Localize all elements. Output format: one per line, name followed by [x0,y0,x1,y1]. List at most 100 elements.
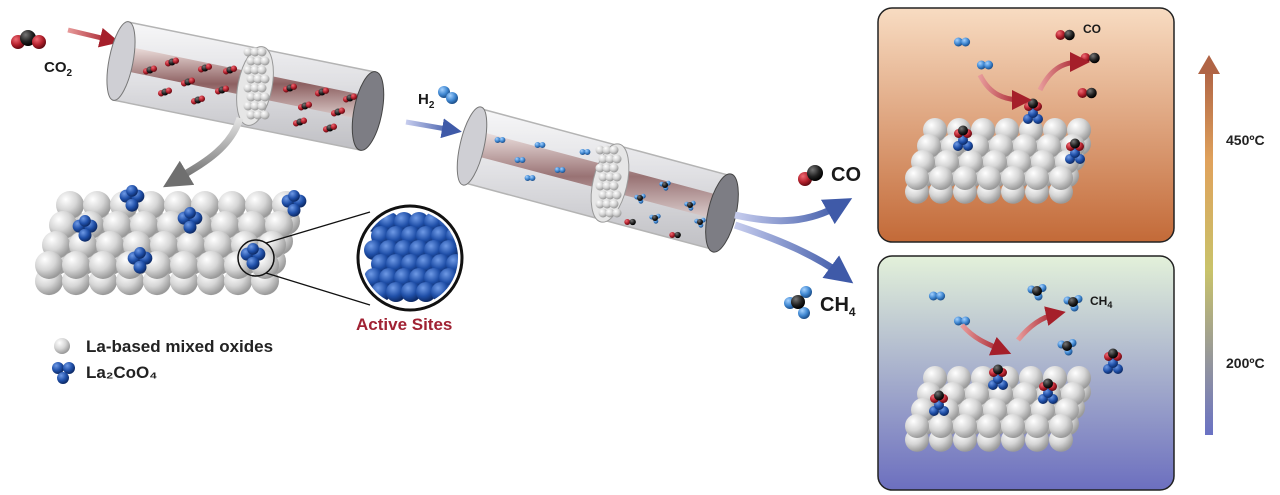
legend: La-based mixed oxides La₂CoO₄ [52,337,273,384]
co-product-label: CO [831,164,861,186]
legend-cobalt-label: La₂CoO₄ [86,363,157,382]
zoom-line-top [265,211,371,244]
adsorbed-intermediate-icon [1038,378,1058,404]
cobalt-sphere [288,190,300,202]
zoom-origin-circle [237,239,275,277]
temp-high-label: 450ºC [1226,132,1265,148]
hydrogen-atom [953,37,963,47]
legend-oxide-swatch [54,338,70,354]
co2-molecule-icon [164,57,180,67]
carbon-atom [993,364,1003,375]
oxide-sphere [953,414,977,438]
bed-sphere [609,199,619,209]
cobalt-sphere [134,247,146,259]
h2-label: H2 [418,91,435,111]
ch4-molecule-icon [659,180,671,191]
bed-sphere [260,110,270,120]
co2-molecule-icon [180,77,196,87]
adsorbed-intermediate-icon [953,125,973,151]
bed-sphere [253,56,263,66]
la2coo4-clusters-left [72,185,307,274]
oxygen-atom [290,83,298,90]
hydrogen-atom [936,291,946,301]
hydrogen-atom [539,142,546,148]
panel-low-molecules [928,284,1123,416]
bed-sphere [250,83,260,93]
catalyst-surface-left [35,191,300,296]
bed-sphere [243,101,253,111]
outlet-arrow-ch4 [733,221,854,284]
hydrogen-atom [584,149,591,155]
hydrogen-atom [524,175,531,181]
carbon-atom [674,231,681,239]
bed-sphere [246,56,256,66]
oxide-sphere [953,166,977,190]
oxygen-atom [624,219,631,225]
carbon-atom [1064,29,1075,41]
oxygen-atom [230,65,238,72]
temperature-scale [1198,55,1220,435]
cobalt-sphere [78,228,92,242]
bed-sphere [598,154,608,164]
temp-low-label: 200ºC [1226,355,1265,371]
h2-molecule-icon [494,137,506,143]
bed-sphere [253,110,263,120]
outlet-arrow-co [734,198,853,225]
bed-sphere [260,56,270,66]
carbon-atom [1086,87,1097,99]
bed-sphere [602,145,612,155]
panel-low-arrow-in [960,323,1012,356]
ch4-molecule-icon [1057,339,1077,356]
co2-molecule-icon [330,107,346,117]
panel-low-surface [905,366,1091,452]
active-sites-label: Active Sites [356,315,452,334]
la2coo4-cluster-icon [177,207,203,234]
bed-sphere [243,47,253,57]
bed-sphere [246,74,256,84]
oxygen-atom [300,117,308,124]
cobalt-sphere [401,282,421,302]
bed-sphere [257,65,267,75]
oxygen-atom [222,85,230,92]
la2coo4-cluster-icon [127,247,153,274]
h2-molecule-icon [976,60,994,70]
carbon-atom [629,218,636,226]
co2-molecule-icon [214,85,230,95]
oxide-sphere [1049,166,1073,190]
bed-sphere [612,154,622,164]
ch4-molecule-icon [684,200,696,211]
co2-molecule-icon [190,95,206,105]
co2-feed-arrow [67,27,120,48]
ch4-molecule-icon [694,217,706,228]
oxygen-atom [338,107,346,114]
cobalt-sphere [246,256,260,270]
hydrogen-atom [579,149,586,155]
carbon-atom [1070,138,1080,149]
bed-sphere [250,101,260,111]
oxide-sphere [35,251,63,279]
oxygen-atom [1080,53,1091,63]
carbon-atom [687,202,693,208]
co2-molecule-icon [11,30,46,49]
zoom-arrow [162,116,244,188]
bed-sphere [250,65,260,75]
ch4-product-icon [784,286,812,319]
bed-sphere [253,74,263,84]
oxygen-atom [150,65,158,72]
h2-molecule-icon [438,86,458,104]
carbon-atom [1068,297,1078,307]
hydrogen-atom [984,60,994,70]
hydrogen-atom [559,167,566,173]
oxide-sphere [929,166,953,190]
cobalt-sphere [247,243,259,255]
co2-molecule-icon [157,87,173,97]
ch4-molecule-icon [1027,284,1047,301]
cobalt-sphere [133,260,147,274]
hydrogen-atom [976,60,986,70]
h2-molecule-icon [554,167,566,173]
co2-molecule-icon [197,63,213,73]
co-molecule-icon [624,218,636,226]
oxide-sphere [1049,414,1073,438]
carbon-atom [697,219,703,225]
oxide-sphere [89,251,117,279]
